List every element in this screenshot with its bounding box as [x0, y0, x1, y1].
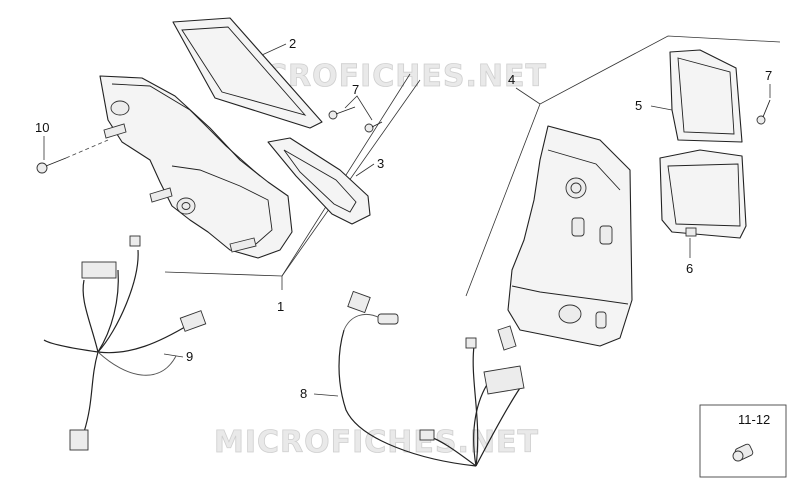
callout-8: 8 [300, 386, 307, 401]
right-tail-housing [497, 125, 633, 351]
callout-1: 1 [277, 299, 284, 314]
right-assembly-bracket [465, 35, 781, 297]
left-assembly-bracket [164, 73, 421, 290]
callout-4: 4 [508, 72, 515, 87]
screw-10 [36, 139, 109, 174]
screw-7-left-lower [364, 121, 383, 133]
part-8-harness [338, 290, 525, 467]
callout-11-12: 11-12 [738, 412, 770, 427]
part-5-lens [669, 49, 743, 143]
callout-10: 10 [35, 120, 49, 135]
callout-3: 3 [377, 156, 384, 171]
callout-6: 6 [686, 261, 693, 276]
watermark-bottom: MICROFICHES.NET [214, 425, 539, 460]
part-6-lens-lower [659, 149, 747, 239]
callout-7-left: 7 [352, 82, 359, 97]
part-2-lens-strip [172, 17, 323, 129]
screw-7-right [756, 99, 771, 125]
part-3-bracket [267, 137, 371, 225]
bulb-box-11-12 [699, 404, 787, 478]
screw-7-left-upper [328, 106, 356, 120]
left-rear-housing [99, 75, 293, 259]
callout-7-right: 7 [765, 68, 772, 83]
callout-5: 5 [635, 98, 642, 113]
part-9-harness [43, 235, 207, 451]
callout-9: 9 [186, 349, 193, 364]
callout-2: 2 [289, 36, 296, 51]
